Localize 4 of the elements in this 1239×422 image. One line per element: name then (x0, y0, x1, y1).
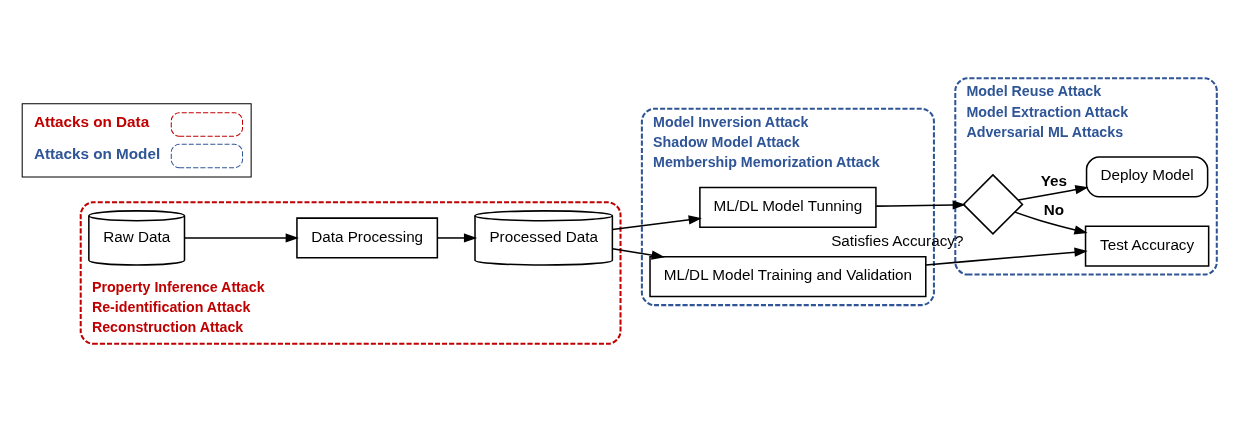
legend-label: Attacks on Data (33, 113, 150, 131)
edge-label: No (1043, 200, 1065, 218)
legend-label: Attacks on Model (33, 144, 161, 162)
edge-label: Yes (1040, 172, 1068, 190)
